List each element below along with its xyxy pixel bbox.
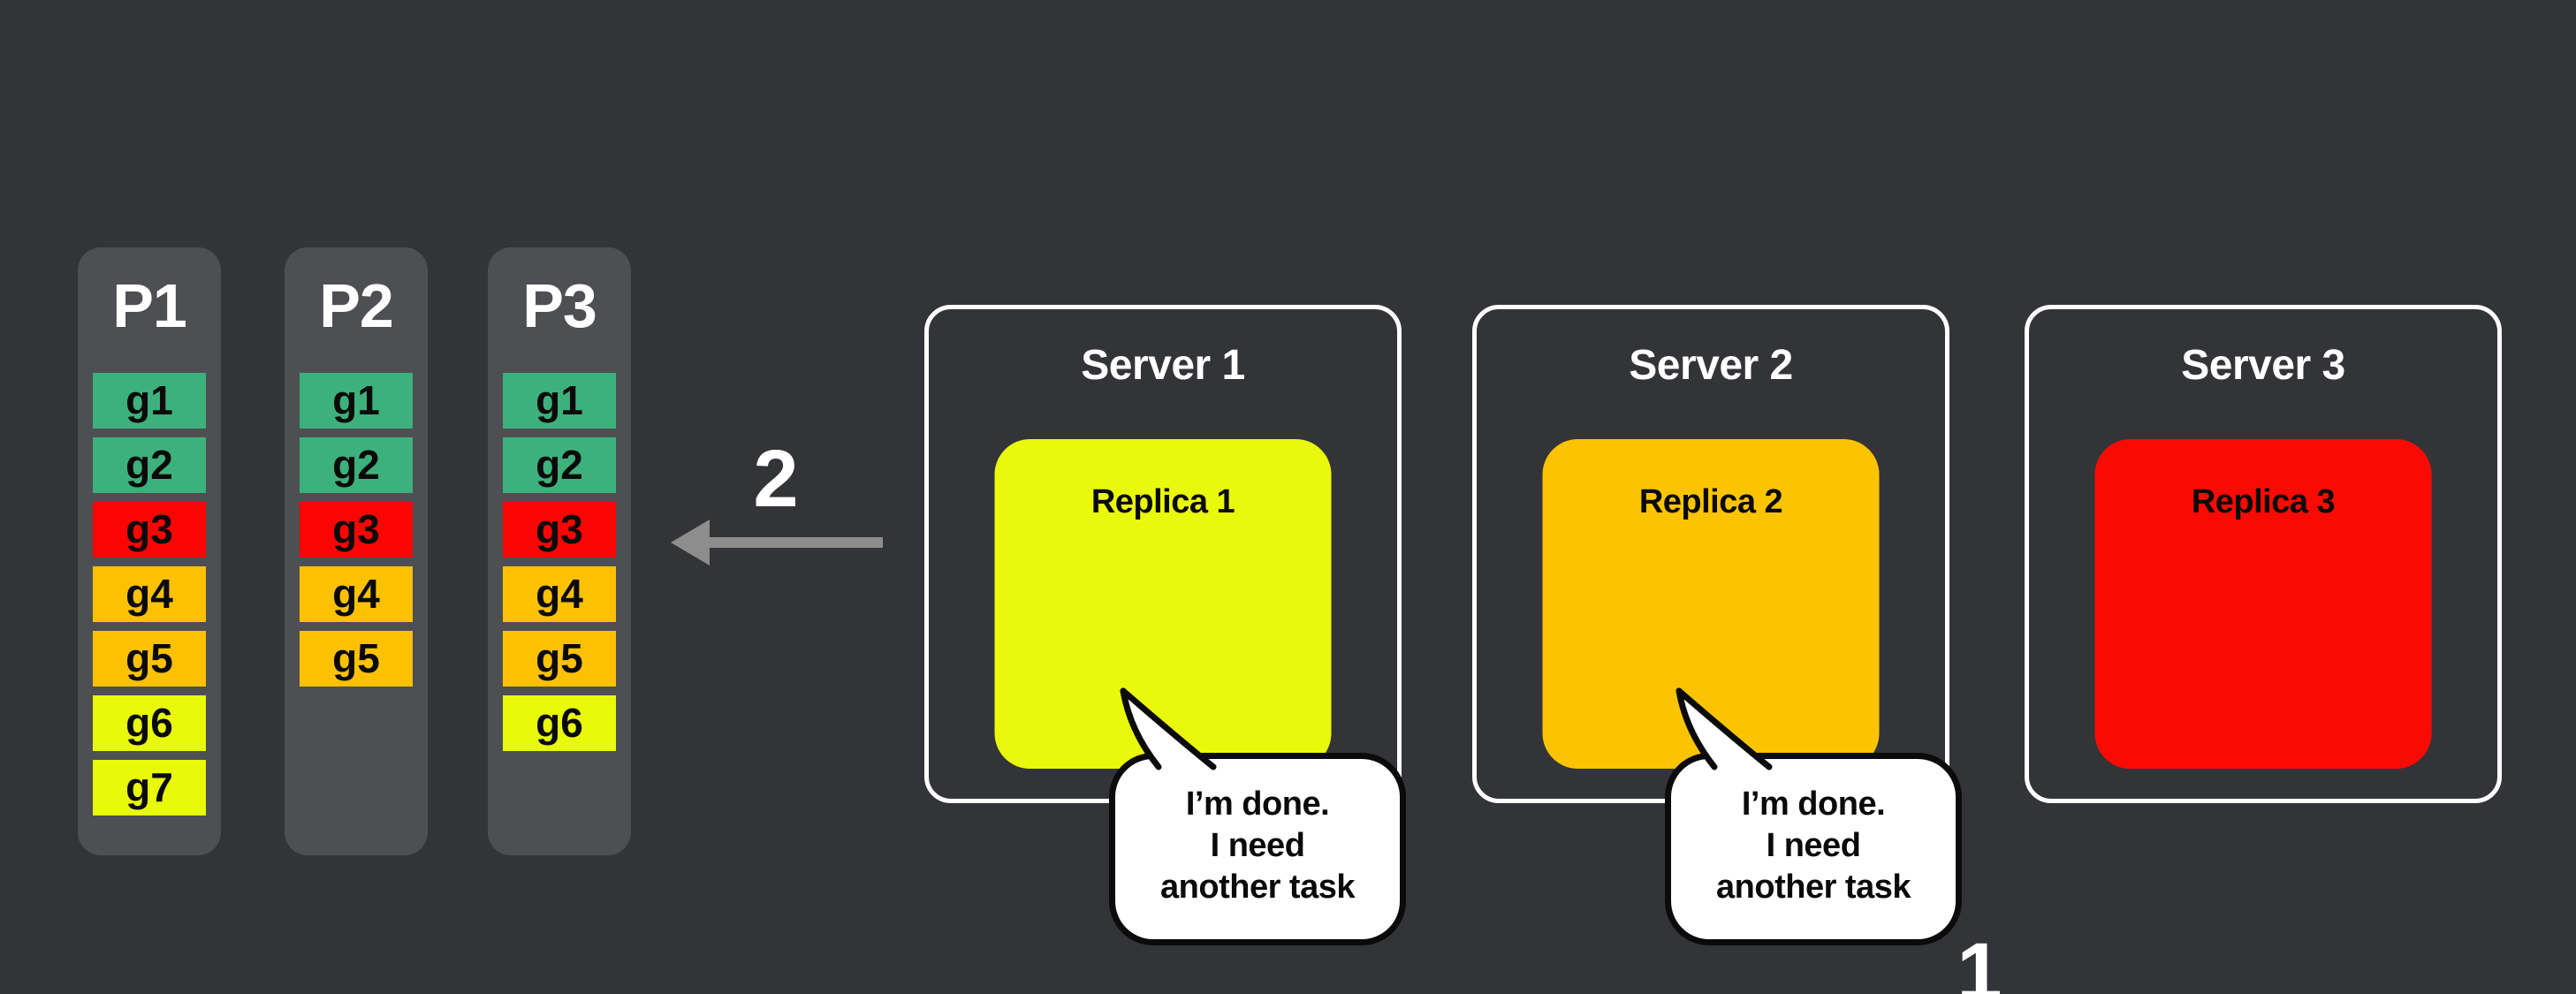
- task-box: g1: [93, 373, 206, 429]
- arrow-head: [671, 520, 710, 565]
- speech-tail-edge: [1120, 687, 1162, 770]
- step-2-label: 2: [753, 434, 799, 524]
- task-box: g2: [300, 437, 413, 493]
- bubble-line: another task: [1160, 869, 1355, 906]
- arrow-shaft: [706, 537, 883, 548]
- partition-column-p3: P3 g1 g2 g3 g4 g5 g6: [488, 247, 631, 855]
- server-3-box: Server 3 Replica 3: [2025, 305, 2502, 803]
- replica-2-box: Replica 2: [1542, 439, 1880, 769]
- task-box: g1: [503, 373, 616, 429]
- replica-title: Replica 2: [1638, 483, 1783, 520]
- speech-tail-edge: [1120, 687, 1217, 770]
- server-title: Server 2: [1629, 342, 1793, 389]
- partition-title: P3: [522, 271, 597, 340]
- task-box: g6: [503, 695, 616, 751]
- task-box: g4: [93, 566, 206, 622]
- arrow-left-icon: [671, 520, 883, 565]
- task-box: g5: [503, 631, 616, 687]
- task-box: g2: [93, 437, 206, 493]
- speech-bubble-server-2: I’m done. I need another task: [1665, 753, 1962, 945]
- server-1-box: Server 1 Replica 1: [924, 305, 1402, 803]
- server-title: Server 1: [1081, 342, 1245, 389]
- speech-tail-icon: [1120, 687, 1217, 770]
- replica-title: Replica 3: [2191, 483, 2336, 520]
- task-box: g5: [300, 631, 413, 687]
- partition-column-p2: P2 g1 g2 g3 g4 g5: [285, 247, 428, 855]
- task-box: g7: [93, 760, 206, 816]
- task-box: g5: [93, 631, 206, 687]
- task-box: g6: [93, 695, 206, 751]
- bubble-line: I’m done.: [1185, 785, 1330, 823]
- partition-title: P1: [112, 271, 187, 340]
- task-box: g4: [300, 566, 413, 622]
- task-box: g3: [503, 502, 616, 558]
- task-box: g2: [503, 437, 616, 493]
- replica-title: Replica 1: [1090, 483, 1235, 520]
- speech-tail-edge: [1676, 687, 1773, 770]
- step-1-label: 1: [1957, 927, 2002, 994]
- speech-tail-edge: [1676, 687, 1718, 770]
- speech-bubble-server-1: I’m done. I need another task: [1109, 753, 1406, 945]
- task-box: g3: [93, 502, 206, 558]
- replica-3-box: Replica 3: [2094, 439, 2432, 769]
- task-box: g1: [300, 373, 413, 429]
- partition-column-p1: P1 g1 g2 g3 g4 g5 g6 g7: [78, 247, 221, 855]
- task-box: g4: [503, 566, 616, 622]
- server-title: Server 3: [2181, 342, 2345, 389]
- bubble-line: I’m done.: [1741, 785, 1886, 823]
- partition-title: P2: [319, 271, 394, 340]
- bubble-line: I need: [1766, 827, 1861, 864]
- task-box: g3: [300, 502, 413, 558]
- replica-1-box: Replica 1: [994, 439, 1332, 769]
- bubble-line: another task: [1716, 869, 1911, 906]
- speech-tail-icon: [1676, 687, 1773, 770]
- bubble-line: I need: [1210, 827, 1305, 864]
